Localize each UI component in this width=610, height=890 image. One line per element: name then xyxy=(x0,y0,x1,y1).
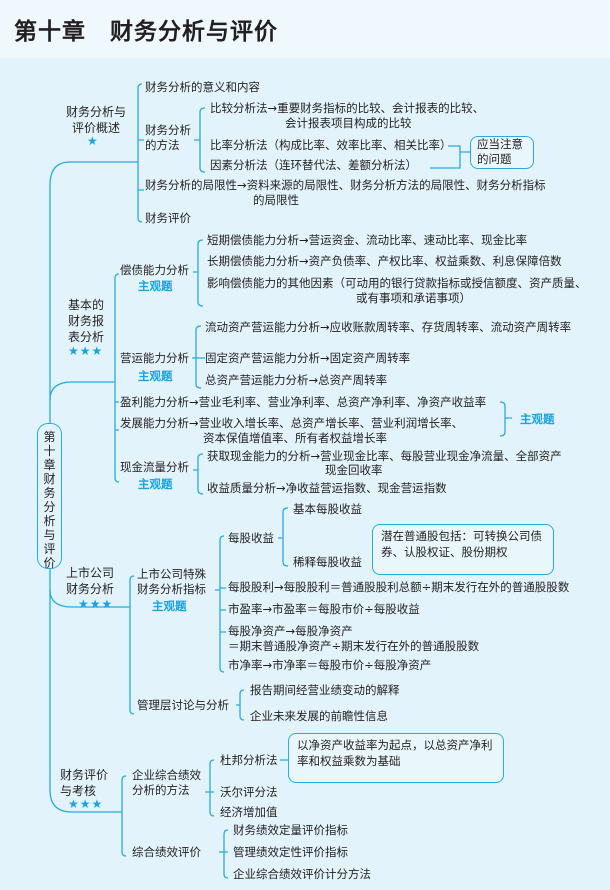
solv-long: 长期偿债能力分析→资产负债率、产权比率、权益乘数、利息保障倍数 xyxy=(207,254,562,268)
bvps: 每股净资产→每股净资产 xyxy=(228,624,353,638)
star-rating: ★★★ xyxy=(78,597,114,611)
subjective-tag: 主观题 xyxy=(138,279,173,293)
star-rating: ★★★ xyxy=(68,344,104,358)
method-compare: 比较分析法→重要财务指标的比较、会计报表的比较、 xyxy=(210,101,485,115)
wall-score: 沃尔评分法 xyxy=(220,785,278,799)
subjective-tag: 主观题 xyxy=(138,369,173,383)
method-ratio: 比率分析法（构成比率、效率比率、相关比率） xyxy=(210,138,452,152)
ov-b: 管理绩效定性评价指标 xyxy=(233,845,348,859)
solv-short: 短期偿债能力分析→营运资金、流动比率、速动比率、现金比率 xyxy=(207,233,528,247)
note-box: 应当注意的问题 xyxy=(470,136,534,169)
eps-node: 每股收益 xyxy=(228,531,274,545)
cash-quality: 收益质量分析→净收益营运指数、现金营运指数 xyxy=(207,481,447,495)
eps-diluted: 稀释每股收益 xyxy=(293,555,362,569)
sec4-label: 财务评价与考核 xyxy=(60,768,109,798)
solv-other-cont: 或有事项和承诺事项） xyxy=(356,291,471,305)
method-compare-cont: 会计报表项目构成的比较 xyxy=(285,116,412,130)
operation-node: 营运能力分析 xyxy=(120,351,189,365)
star-rating: ★★★ xyxy=(68,797,104,811)
dps: 每股股利→每股股利＝普通股股利总额÷期末发行在外的普通股股数 xyxy=(228,580,570,594)
sec3-label: 上市公司财务分析 xyxy=(65,566,114,596)
root-node: 第十章 财务分析与评价 xyxy=(37,423,68,570)
subjective-tag: 主观题 xyxy=(138,477,173,491)
overall-eval: 综合绩效评价 xyxy=(132,845,201,859)
sec1-meaning: 财务分析的意义和内容 xyxy=(145,80,260,94)
header-band xyxy=(0,0,610,58)
star-rating: ★ xyxy=(87,134,99,148)
pb-ratio: 市净率→市净率＝每股市价÷每股净资产 xyxy=(228,658,432,672)
solv-other: 影响偿债能力的其他因素（可动用的银行贷款指标或授信额度、资产质量、 xyxy=(207,276,587,290)
op-fixed: 固定资产营运能力分析→固定资产周转率 xyxy=(205,351,411,365)
solvency-node: 偿债能力分析 xyxy=(120,263,189,277)
sec1-limit-cont: 的局限性 xyxy=(253,193,299,207)
pe-ratio: 市盈率→市盈率＝每股市价÷每股收益 xyxy=(228,602,420,616)
sec1-limit: 财务分析的局限性→资料来源的局限性、财务分析方法的局限性、财务分析指标 xyxy=(145,178,546,192)
eva: 经济增加值 xyxy=(220,805,278,819)
sec1-label: 财务分析与评价概述 xyxy=(65,105,126,135)
subjective-tag: 主观题 xyxy=(520,412,555,426)
ov-c: 企业综合绩效评价计分方法 xyxy=(233,867,371,881)
eps-note-box: 潜在普通股包括：可转换公司债券、认股权证、股份期权 xyxy=(372,524,554,575)
sec2-label: 基本的财务报表分析 xyxy=(67,298,104,344)
method-factor: 因素分析法（连环替代法、差额分析法） xyxy=(210,158,417,172)
cash-get-cont: 现金回收率 xyxy=(325,463,383,477)
op-total: 总资产营运能力分析→总资产周转率 xyxy=(205,373,388,387)
growth-node: 发展能力分析→营业收入增长率、总资产增长率、营业利润增长率、 xyxy=(120,416,464,430)
ov-a: 财务绩效定量评价指标 xyxy=(233,823,348,837)
sec1-eval: 财务评价 xyxy=(145,211,191,225)
cash-get: 获取现金能力的分析→营业现金比率、每股营业现金净流量、全部资产 xyxy=(207,449,562,463)
cash-node: 现金流量分析 xyxy=(120,460,189,474)
dupont-note-box: 以净资产收益率为起点，以总资产净利率和权益乘数为基础 xyxy=(288,733,504,783)
subjective-tag: 主观题 xyxy=(152,599,187,613)
op-current: 流动资产营运能力分析→应收账款周转率、存货周转率、流动资产周转率 xyxy=(205,320,572,334)
mda-a: 报告期间经营业绩变动的解释 xyxy=(250,683,400,697)
special-indicators: 上市公司特殊财务分析指标 xyxy=(137,567,206,596)
growth-cont: 资本保值增值率、所有者权益增长率 xyxy=(203,431,387,445)
mda-b: 企业未来发展的前瞻性信息 xyxy=(250,709,388,723)
mda-node: 管理层讨论与分析 xyxy=(137,698,229,712)
dupont: 杜邦分析法 xyxy=(220,753,278,767)
sec1-methods: 财务分析的方法 xyxy=(145,123,191,152)
perf-methods: 企业综合绩效分析的方法 xyxy=(132,768,201,797)
page-title: 第十章 财务分析与评价 xyxy=(14,19,278,45)
profit-node: 盈利能力分析→营业毛利率、营业净利率、总资产净利率、净资产收益率 xyxy=(120,395,487,409)
bvps-cont: ＝期末普通股净资产÷期末发行在外的普通股股数 xyxy=(228,639,480,653)
eps-basic: 基本每股收益 xyxy=(293,502,362,516)
